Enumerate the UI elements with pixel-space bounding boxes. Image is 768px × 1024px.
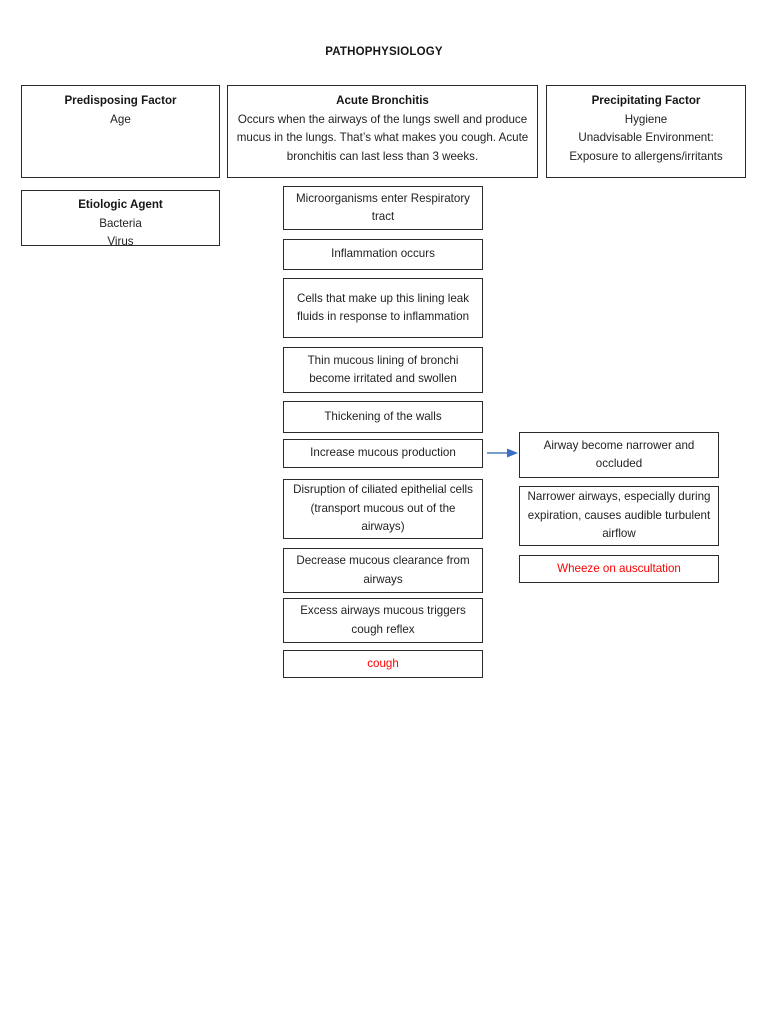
flow-step-label: Disruption of ciliated epithelial cells … bbox=[293, 483, 473, 534]
acute-bronchitis-box: Acute Bronchitis Occurs when the airways… bbox=[227, 85, 538, 178]
flow-step-label: Cells that make up this lining leak flui… bbox=[296, 291, 470, 324]
precipitating-factor-item-0: Hygiene bbox=[624, 112, 668, 126]
flow-step-cells-leak-fluids: Cells that make up this lining leak flui… bbox=[283, 278, 483, 338]
flow-step-label: Excess airways mucous triggers cough ref… bbox=[300, 604, 466, 636]
predisposing-factor-item-0: Age bbox=[110, 112, 131, 126]
flow-step-inflammation-occurs: Inflammation occurs bbox=[283, 239, 483, 270]
flow-step-decrease-mucous-clearance: Decrease mucous clearance from airways bbox=[283, 548, 483, 593]
flow-step-wheeze-on-auscultation: Wheeze on auscultation bbox=[519, 555, 719, 583]
etiologic-agent-title: Etiologic Agent bbox=[78, 198, 163, 211]
flow-step-label: Narrower airways, especially during expi… bbox=[527, 490, 711, 541]
precipitating-factor-item-1: Unadvisable Environment: bbox=[578, 131, 714, 144]
flow-step-airway-narrower-occluded: Airway become narrower and occluded bbox=[519, 432, 719, 478]
etiologic-agent-item-0: Bacteria bbox=[99, 216, 142, 230]
page-title: PATHOPHYSIOLOGY bbox=[325, 46, 443, 58]
precipitating-factor-title: Precipitating Factor bbox=[591, 94, 701, 107]
precipitating-factor-item-2: Exposure to allergens/irritants bbox=[569, 149, 723, 163]
flow-step-label: Microorganisms enter Respiratory tract bbox=[296, 191, 470, 224]
flow-step-label: Decrease mucous clearance from airways bbox=[296, 554, 470, 586]
flow-step-label: Thin mucous lining of bronchi become irr… bbox=[307, 353, 459, 386]
flow-step-label: Wheeze on auscultation bbox=[557, 561, 681, 575]
acute-bronchitis-description: Occurs when the airways of the lungs swe… bbox=[236, 112, 529, 163]
arrow-right-icon bbox=[487, 448, 518, 458]
flow-step-thin-mucous-lining-irritated: Thin mucous lining of bronchi become irr… bbox=[283, 347, 483, 393]
flow-step-label: Thickening of the walls bbox=[324, 409, 442, 423]
flow-step-thickening-of-walls: Thickening of the walls bbox=[283, 401, 483, 433]
flow-step-increase-mucous-production: Increase mucous production bbox=[283, 439, 483, 468]
flow-step-label: cough bbox=[367, 656, 399, 670]
flow-step-label: Inflammation occurs bbox=[331, 247, 435, 261]
flow-step-disruption-ciliated-epithelial-cells: Disruption of ciliated epithelial cells … bbox=[283, 479, 483, 539]
flow-step-microorganisms-enter: Microorganisms enter Respiratory tract bbox=[283, 186, 483, 230]
predisposing-factor-box: Predisposing Factor Age bbox=[21, 85, 220, 178]
flow-step-label: Airway become narrower and occluded bbox=[543, 438, 695, 471]
flow-step-label: Increase mucous production bbox=[310, 446, 456, 460]
flow-step-cough: cough bbox=[283, 650, 483, 678]
flow-step-excess-mucous-triggers-cough-reflex: Excess airways mucous triggers cough ref… bbox=[283, 598, 483, 643]
precipitating-factor-box: Precipitating Factor Hygiene Unadvisable… bbox=[546, 85, 746, 178]
flow-step-narrower-airways-turbulent-airflow: Narrower airways, especially during expi… bbox=[519, 486, 719, 546]
etiologic-agent-item-1: Virus bbox=[107, 235, 134, 248]
predisposing-factor-title: Predisposing Factor bbox=[64, 94, 177, 107]
acute-bronchitis-title: Acute Bronchitis bbox=[336, 94, 429, 107]
etiologic-agent-box: Etiologic Agent Bacteria Virus bbox=[21, 190, 220, 248]
